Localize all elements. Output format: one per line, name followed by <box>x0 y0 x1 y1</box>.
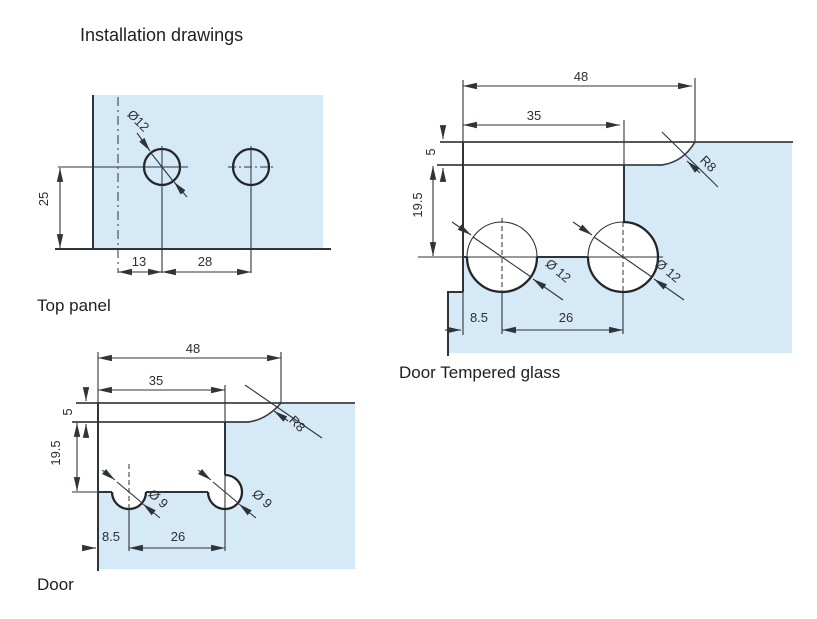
door-dia1-chord <box>116 481 142 503</box>
top-panel-glass <box>93 95 323 249</box>
door-label: Door <box>37 575 74 594</box>
door-dim-48: 48 <box>186 341 200 356</box>
tempered-dia1-arrow-1 <box>451 221 472 236</box>
door-dia2-arrow-2 <box>238 503 257 519</box>
tempered-glass-label: Door Tempered glass <box>399 363 561 382</box>
door-notch-line <box>72 402 282 423</box>
door-drawing: 48 35 5 19.5 8.5 26 Ø 9 Ø 9 <box>48 341 355 571</box>
door-dia1-arrow-1 <box>101 468 116 481</box>
tempered-r8-arrow <box>686 160 701 174</box>
door-dia2-arrow-1 <box>197 468 212 481</box>
door-dia1-arrow-2 <box>142 503 161 519</box>
dim-28: 28 <box>198 254 212 269</box>
dia-leader-arrow-1 <box>136 132 151 152</box>
dia-leader-chord <box>150 152 174 182</box>
tempered-dim-26: 26 <box>559 310 573 325</box>
tempered-dia1-arrow-2 <box>532 278 564 301</box>
page-title: Installation drawings <box>80 25 244 45</box>
tempered-glass-drawing: 48 35 5 19.5 8.5 26 Ø 12 Ø 12 <box>410 69 793 356</box>
tempered-glass-fill <box>448 142 792 353</box>
door-dim-26: 26 <box>171 529 185 544</box>
tempered-step-edge <box>447 291 463 356</box>
door-dim-35: 35 <box>149 373 163 388</box>
tempered-notch-line <box>437 141 696 166</box>
tempered-r8-leader <box>661 131 719 188</box>
tempered-dim-35: 35 <box>527 108 541 123</box>
tempered-dim-195: 19.5 <box>410 192 425 217</box>
door-fill <box>99 403 355 569</box>
dim-13: 13 <box>132 254 146 269</box>
door-r8-arrow <box>273 410 289 422</box>
dim-25: 25 <box>36 192 51 206</box>
tempered-hole2-arc <box>586 220 660 294</box>
tempered-dia2-arrow-1 <box>572 221 593 236</box>
door-dia2-chord <box>212 481 238 503</box>
tempered-dia2-arrow-2 <box>653 278 685 301</box>
dia-leader-arrow-2 <box>173 181 188 198</box>
tempered-dia1-chord <box>472 236 532 278</box>
door-dim-195: 19.5 <box>48 440 63 465</box>
tempered-dim-5: 5 <box>423 148 438 155</box>
tempered-hole2-upper-arc <box>587 221 624 258</box>
door-hole2-arc <box>206 473 244 511</box>
tempered-dia2-chord <box>593 236 653 278</box>
tempered-dim-48: 48 <box>574 69 588 84</box>
door-dim-85: 8.5 <box>102 529 120 544</box>
top-panel-label: Top panel <box>37 296 111 315</box>
tempered-dim-85: 8.5 <box>470 310 488 325</box>
top-panel-drawing: Ø12 25 13 28 <box>36 95 331 276</box>
door-dim-5: 5 <box>60 408 75 415</box>
